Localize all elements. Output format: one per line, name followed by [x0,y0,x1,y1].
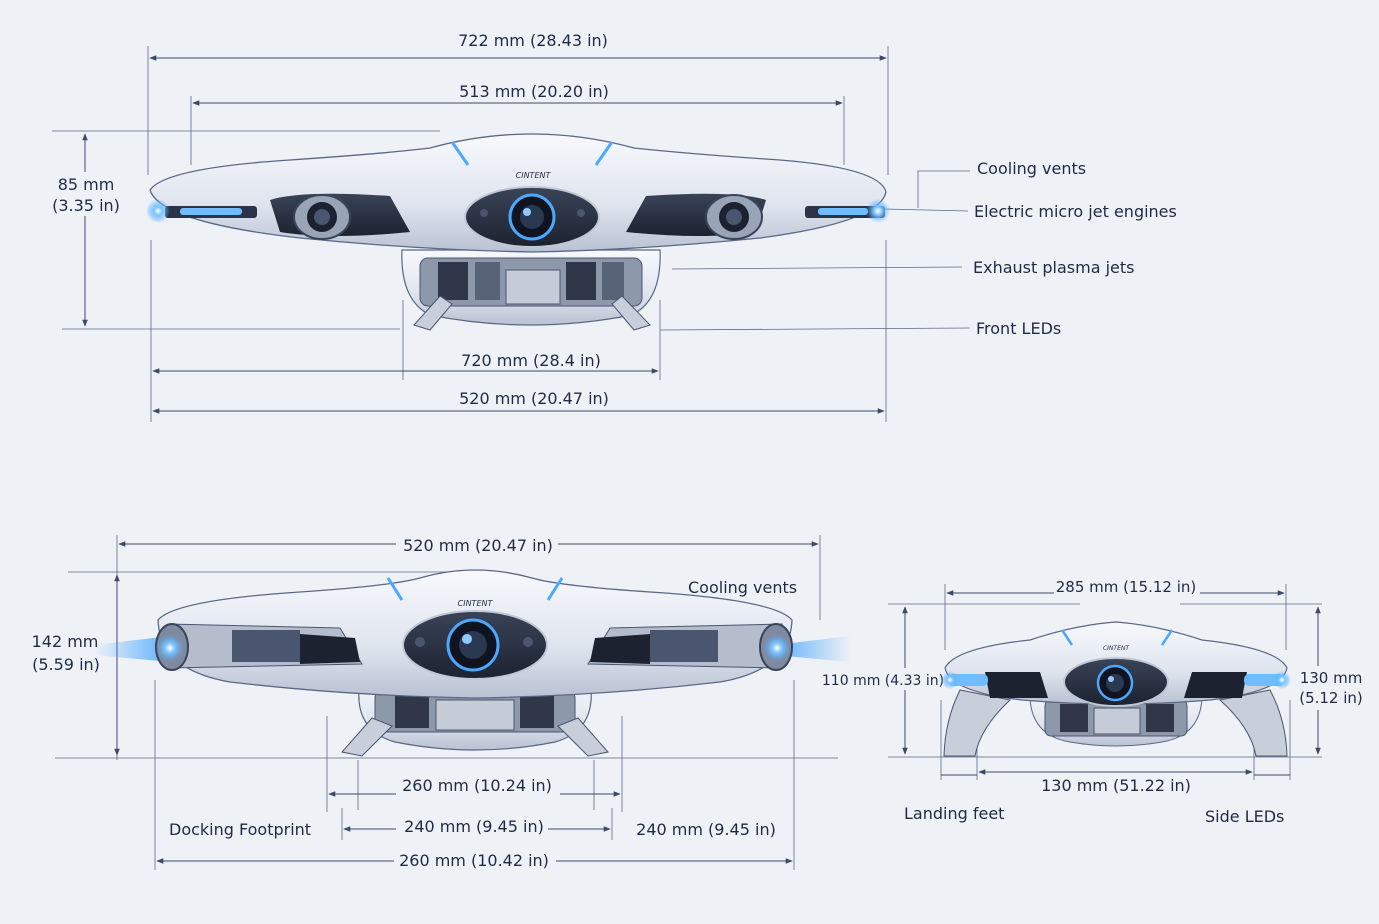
side-dim-right-span-label: 240 mm (9.45 in) [636,820,776,839]
side-dim-bottom-width-label: 260 mm (10.42 in) [399,851,549,870]
rear-label-landing-feet: Landing feet [904,804,1004,823]
front-view: 722 mm (28.43 in) 513 mm (20.20 in) 85 m… [48,28,1177,422]
side-dim-foot-span-label: 260 mm (10.24 in) [402,776,552,795]
side-drone-illustration: CINTENT [95,569,850,757]
callout-electric-micro-jet-engines: Electric micro jet engines [974,202,1177,221]
rear-dim-bottom-width-label: 130 mm (51.22 in) [1041,776,1191,795]
side-label-docking-footprint: Docking Footprint [169,820,311,839]
callout-exhaust-plasma-jets: Exhaust plasma jets [973,258,1134,277]
side-dim-inner-span-label: 240 mm (9.45 in) [404,817,544,836]
dim-base-width-label: 720 mm (28.4 in) [461,351,601,370]
rear-dim-right-height-mm-label: 130 mm [1300,669,1363,687]
rear-label-side-leds: Side LEDs [1205,807,1284,826]
rear-dim-left-height-label: 110 mm (4.33 in) [822,673,944,689]
dim-overall-width-label: 722 mm (28.43 in) [458,31,608,50]
dim-lower-width-label: 520 mm (20.47 in) [459,389,609,408]
front-brand-mark: CINTENT [516,171,552,180]
rear-dim-top-width-label: 285 mm (15.12 in) [1056,578,1196,596]
callout-front-leds: Front LEDs [976,319,1061,338]
side-label-cooling-vents: Cooling vents [688,578,797,597]
side-dim-height-in-label: (5.59 in) [32,655,100,674]
side-dim-height-mm-label: 142 mm [32,632,99,651]
rear-brand-mark: CINTENT [1103,645,1130,652]
side-brand-mark: CINTENT [458,599,494,608]
callout-cooling-vents: Cooling vents [977,159,1086,178]
front-drone-illustration: CINTENT [146,133,890,331]
dim-wing-width-label: 513 mm (20.20 in) [459,82,609,101]
rear-drone-illustration: CINTENT [941,621,1291,757]
dim-height-mm-label: 85 mm [58,175,115,194]
rear-view: 285 mm (15.12 in) 110 mm (4.33 in) 130 m… [822,576,1364,826]
dim-height-in-label: (3.35 in) [52,196,120,215]
side-view: 520 mm (20.47 in) 142 mm (5.59 in) 260 m… [28,534,850,872]
rear-dim-right-height-in-label: (5.12 in) [1299,689,1363,707]
side-dim-top-width-label: 520 mm (20.47 in) [403,536,553,555]
